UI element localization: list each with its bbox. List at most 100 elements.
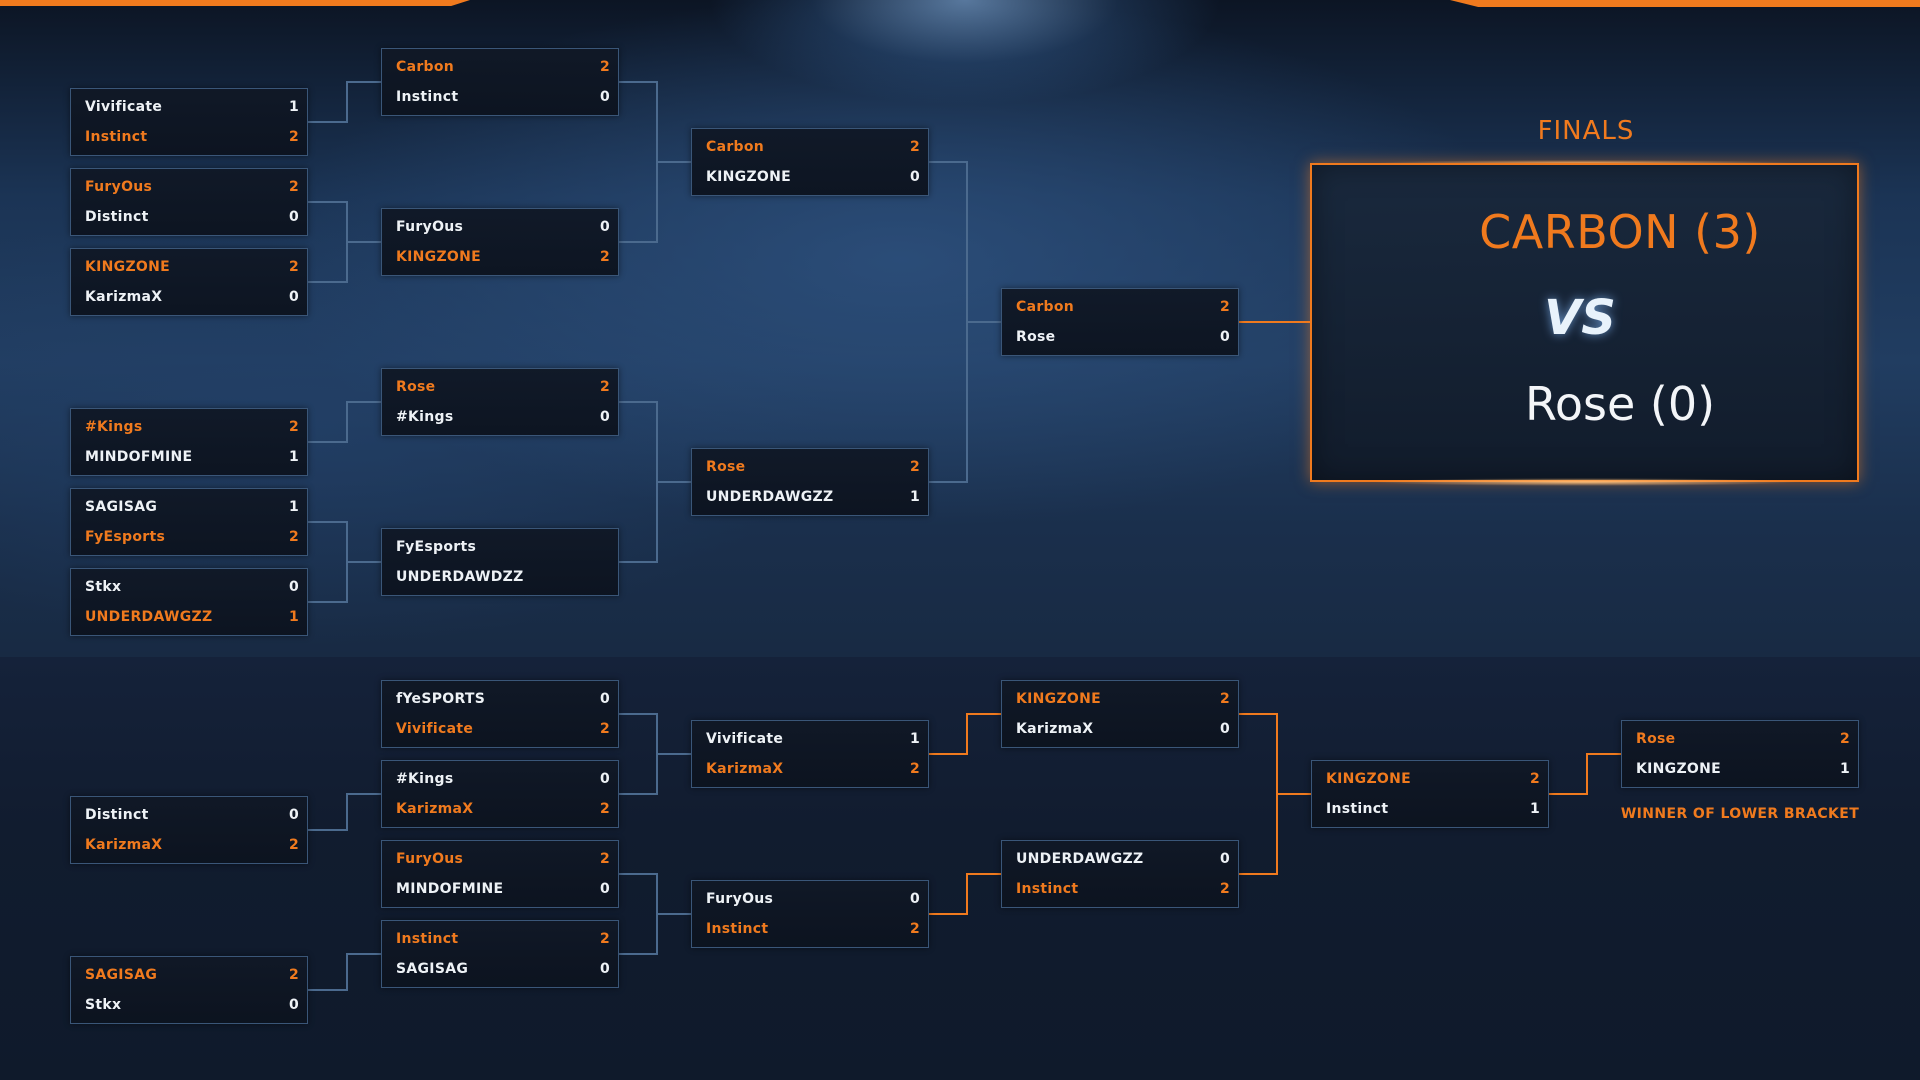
lower-bracket-winner-label: WINNER OF LOWER BRACKET	[1620, 806, 1860, 822]
team-score: 2	[1219, 691, 1230, 707]
team-name: Vivificate	[706, 731, 784, 747]
match-team-row: SAGISAG 0	[396, 958, 610, 980]
team-name: Rose	[1016, 329, 1056, 345]
team-score: 2	[599, 931, 610, 947]
team-name: Rose	[706, 459, 746, 475]
team-score: 2	[909, 921, 920, 937]
match-team-row: MINDOFMINE 0	[396, 878, 610, 900]
team-score: 2	[599, 851, 610, 867]
team-score: 0	[288, 997, 299, 1013]
team-name: Instinct	[1016, 881, 1079, 897]
top-accent-bar-left	[0, 0, 470, 6]
team-score: 0	[1219, 851, 1230, 867]
bracket-connector-line	[308, 521, 381, 563]
team-name: KINGZONE	[396, 249, 481, 265]
team-score: 0	[1219, 329, 1230, 345]
team-score: 2	[599, 379, 610, 395]
team-score: 2	[288, 129, 299, 145]
team-score: 2	[288, 529, 299, 545]
team-score: 2	[909, 459, 920, 475]
bracket-connector-line	[619, 401, 691, 483]
bracket-connector-line	[619, 482, 658, 563]
team-name: KarizmaX	[85, 837, 163, 853]
team-name: Instinct	[396, 931, 459, 947]
match-team-row: Instinct 2	[396, 928, 610, 950]
team-score: 0	[1219, 721, 1230, 737]
team-score: 0	[288, 807, 299, 823]
team-score: 2	[288, 837, 299, 853]
team-name: UNDERDAWGZZ	[1016, 851, 1144, 867]
team-score: 2	[1219, 299, 1230, 315]
team-name: Carbon	[706, 139, 765, 155]
team-name: FuryOus	[85, 179, 153, 195]
bracket-connector-line	[308, 401, 381, 443]
team-score: 0	[288, 209, 299, 225]
bracket-connector-line	[929, 322, 968, 483]
finals-panel[interactable]	[1310, 163, 1859, 482]
team-name: Instinct	[396, 89, 459, 105]
team-name: fYeSPORTS	[396, 691, 486, 707]
team-score: 0	[599, 961, 610, 977]
team-name: Vivificate	[396, 721, 474, 737]
finals-title: FINALS	[1537, 116, 1635, 146]
team-name: KINGZONE	[1326, 771, 1411, 787]
bracket-connector-line	[619, 713, 691, 755]
team-score: 1	[1529, 801, 1540, 817]
team-score: 0	[599, 881, 610, 897]
team-name: SAGISAG	[396, 961, 469, 977]
bracket-connector-line	[619, 162, 658, 243]
team-name: SAGISAG	[85, 499, 158, 515]
finals-vs-label: VS	[1544, 290, 1616, 346]
team-name: Instinct	[706, 921, 769, 937]
finals-team-2: Rose (0)	[1524, 377, 1716, 431]
bracket-connector-line	[308, 201, 381, 243]
match-team-row: UNDERDAWDZZ	[396, 566, 610, 588]
team-name: MINDOFMINE	[396, 881, 504, 897]
